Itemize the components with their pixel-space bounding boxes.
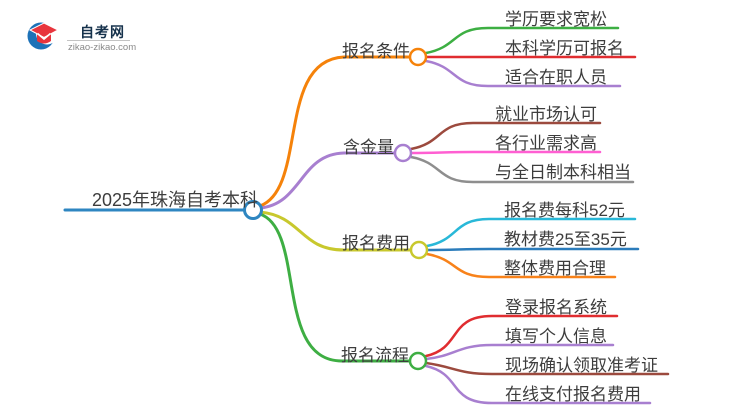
branch-0-label: 报名条件 [342,42,410,61]
leaf-0-2-connector [424,59,622,88]
branch-1-connector [258,151,397,210]
leaf-3-0-label: 登录报名系统 [505,298,607,317]
branch-2-connector [258,210,413,252]
leaf-1-2-connector [409,155,635,184]
leaf-0-0-connector [424,26,620,55]
leaf-3-2-connector [424,361,670,376]
graduation-cap-icon [27,22,60,50]
branch-2-node-circle[interactable] [409,240,429,260]
leaf-0-2-label: 适合在职人员 [505,68,607,87]
leaf-1-1-label: 各行业需求高 [495,134,597,153]
leaf-3-0-connector [424,314,619,358]
leaf-0-1-label: 本科学历可报名 [505,39,624,58]
leaf-3-1-label: 填写个人信息 [505,327,607,346]
leaf-1-0-connector [409,121,602,151]
leaf-1-0-label: 就业市场认可 [495,105,597,124]
logo-divider [67,40,130,41]
leaf-3-3-label: 在线支付报名费用 [505,385,641,404]
site-name: 自考网 [80,24,125,40]
leaf-1-2-label: 与全日制本科相当 [495,163,631,182]
branch-3-connector [258,212,412,363]
site-url: zikao-zikao.com [68,42,137,53]
leaf-3-1-connector [424,343,615,361]
leaf-2-1-connector [425,247,640,252]
branch-1-label: 含金量 [343,138,394,157]
branch-0-connector [258,55,412,208]
leaf-2-1-label: 教材费25至35元 [504,230,627,249]
leaf-3-2-label: 现场确认领取准考证 [505,356,658,375]
root-node-label: 2025年珠海自考本科 [92,190,259,210]
site-logo: 自考网 zikao-zikao.com [0,0,170,60]
branch-3-node-circle[interactable] [408,351,428,371]
leaf-1-1-connector [409,150,602,155]
branch-2-label: 报名费用 [342,234,410,253]
leaf-2-0-label: 报名费每科52元 [504,201,625,220]
leaf-3-3-connector [424,364,652,405]
branch-0-node-circle[interactable] [408,47,428,67]
leaf-0-0-label: 学历要求宽松 [505,10,607,29]
leaf-2-2-connector [425,252,617,279]
leaf-2-0-connector [425,217,637,248]
branch-1-node-circle[interactable] [393,143,413,163]
branch-3-label: 报名流程 [341,346,409,365]
root-node-circle[interactable] [243,200,263,220]
leaf-2-2-label: 整体费用合理 [504,259,606,278]
